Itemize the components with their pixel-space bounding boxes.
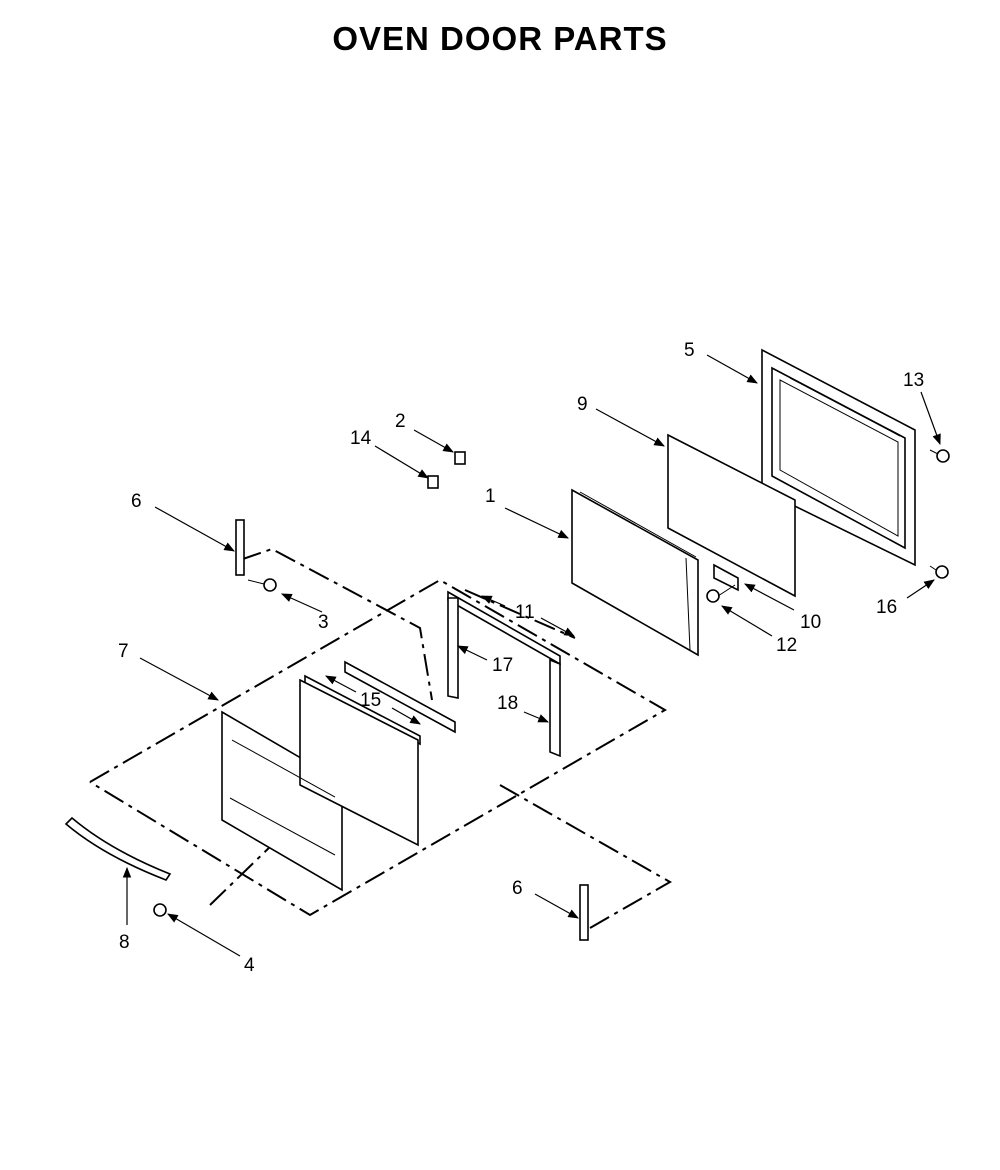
part-12-screw	[706, 584, 736, 603]
callout-13: 13	[903, 370, 924, 391]
callout-4: 4	[244, 955, 255, 976]
callout-15: 15	[360, 690, 381, 711]
part-16-screw	[929, 565, 949, 579]
callout-14: 14	[350, 428, 372, 449]
callout-3: 3	[318, 612, 329, 633]
part-14-clip	[427, 475, 439, 489]
part-5-door-frame	[761, 348, 916, 567]
part-2-clip	[454, 451, 466, 465]
page-title: OVEN DOOR PARTS	[332, 20, 668, 57]
part-13-screw	[929, 449, 950, 463]
callout-7: 7	[118, 641, 129, 662]
callout-10: 10	[800, 612, 821, 633]
part-17-side-channel	[447, 597, 459, 699]
callout-11: 11	[515, 602, 535, 623]
callout-16: 16	[876, 597, 897, 618]
part-4-screw	[153, 903, 167, 917]
part-18-side-channel	[549, 658, 561, 758]
callout-6-upper: 6	[131, 491, 142, 512]
callout-12: 12	[776, 635, 797, 656]
callout-5: 5	[684, 340, 695, 361]
callout-6-lower: 6	[512, 878, 523, 899]
callout-9: 9	[577, 394, 588, 415]
callout-labels: 1 2 3 4 5 6 6 7 8 9 10 11 12 13 14 15 16…	[118, 340, 924, 976]
part-1-inner-panel	[571, 488, 699, 657]
part-10-bracket	[713, 563, 739, 592]
callout-17: 17	[492, 655, 513, 676]
part-8-handle	[64, 816, 172, 881]
part-6-hinge-upper	[235, 519, 245, 576]
callout-18: 18	[497, 693, 518, 714]
part-3-screw	[247, 578, 277, 592]
callout-1: 1	[485, 486, 496, 507]
callout-8: 8	[119, 932, 130, 953]
leader-lines	[122, 354, 941, 957]
part-9-glass	[667, 433, 796, 598]
part-7-front-door	[221, 678, 419, 892]
callout-2: 2	[395, 411, 406, 432]
part-6-hinge-lower	[579, 884, 589, 941]
part-11-top-channel	[447, 590, 561, 666]
